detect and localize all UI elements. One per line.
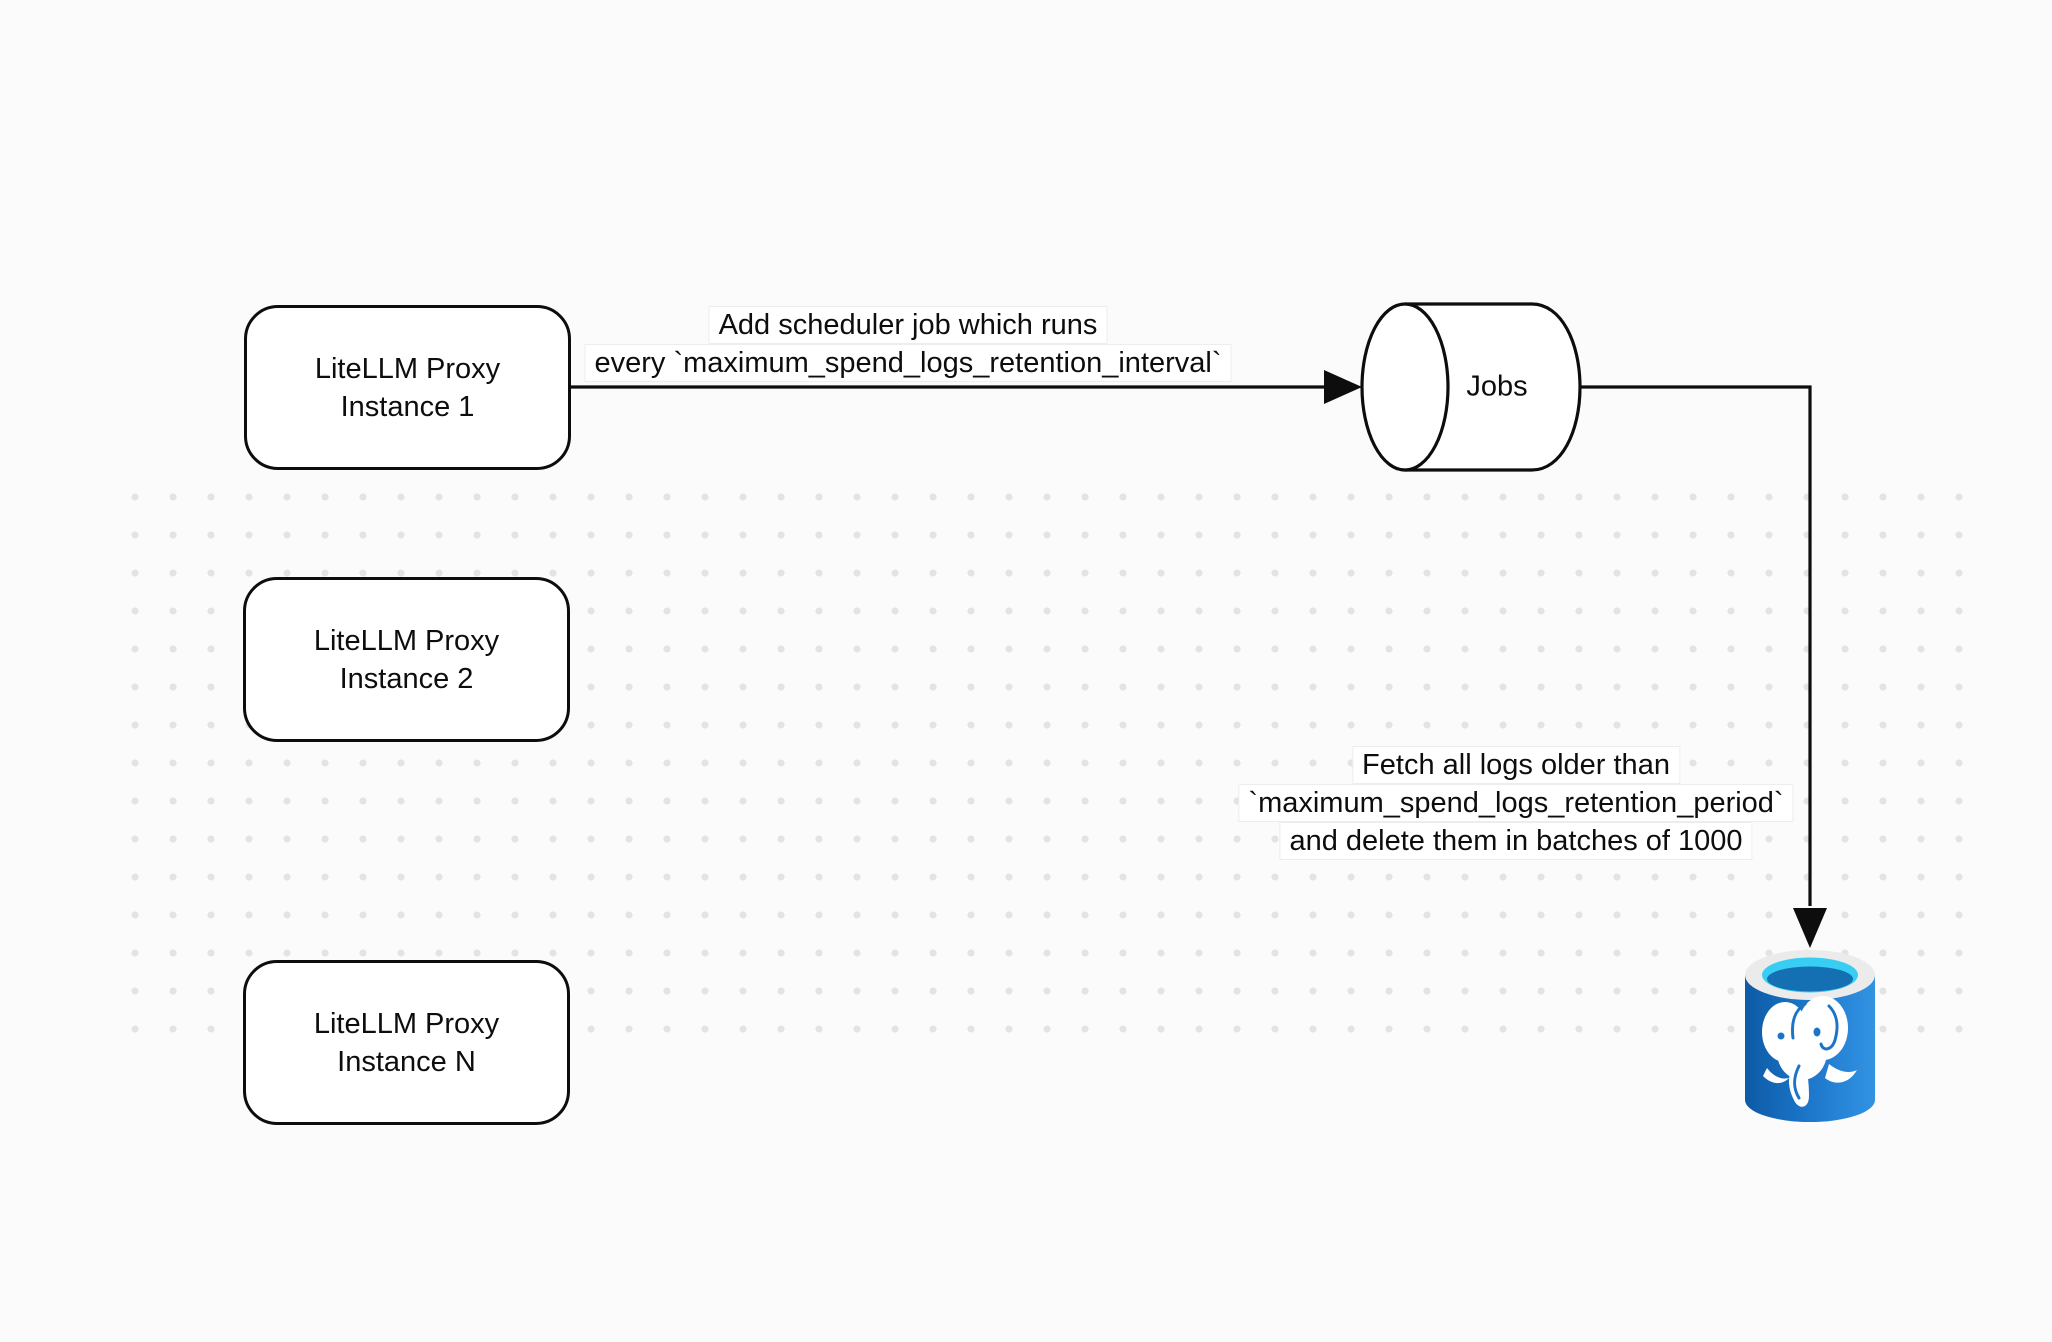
node-litellm-proxy-instance-n[interactable]: LiteLLM Proxy Instance N xyxy=(243,960,570,1125)
node-label-line: LiteLLM Proxy xyxy=(313,1007,500,1040)
postgresql-database-icon[interactable] xyxy=(1745,950,1875,1122)
arrowhead-right-icon xyxy=(1324,370,1362,404)
arrowhead-down-icon xyxy=(1793,908,1827,948)
node-jobs-queue-cylinder[interactable] xyxy=(1360,302,1582,472)
node-litellm-proxy-instance-2[interactable]: LiteLLM Proxy Instance 2 xyxy=(243,577,570,742)
arrow-jobs-to-postgres[interactable] xyxy=(1580,385,1827,948)
annotation-scheduler-job: Add scheduler job which runs every `maxi… xyxy=(584,306,1232,382)
annotation-line: `maximum_spend_logs_retention_period` xyxy=(1238,784,1794,822)
node-label-line: LiteLLM Proxy xyxy=(313,624,500,657)
jobs-cylinder-label: Jobs xyxy=(1466,370,1528,403)
annotation-line: every `maximum_spend_logs_retention_inte… xyxy=(584,344,1232,382)
annotation-line: Add scheduler job which runs xyxy=(708,306,1108,344)
node-label-line: Instance 2 xyxy=(339,662,474,695)
node-label-line: Instance N xyxy=(337,1045,476,1078)
arrow-instance1-to-jobs[interactable] xyxy=(570,370,1362,404)
annotation-line: Fetch all logs older than xyxy=(1352,746,1680,784)
annotation-fetch-delete-logs: Fetch all logs older than `maximum_spend… xyxy=(1238,746,1794,860)
node-label-line: Instance 1 xyxy=(340,390,475,423)
annotation-line: and delete them in batches of 1000 xyxy=(1279,822,1753,860)
node-litellm-proxy-instance-1[interactable]: LiteLLM Proxy Instance 1 xyxy=(244,305,571,470)
postgres-elephant-icon xyxy=(1762,996,1857,1107)
node-label-line: LiteLLM Proxy xyxy=(314,352,501,385)
